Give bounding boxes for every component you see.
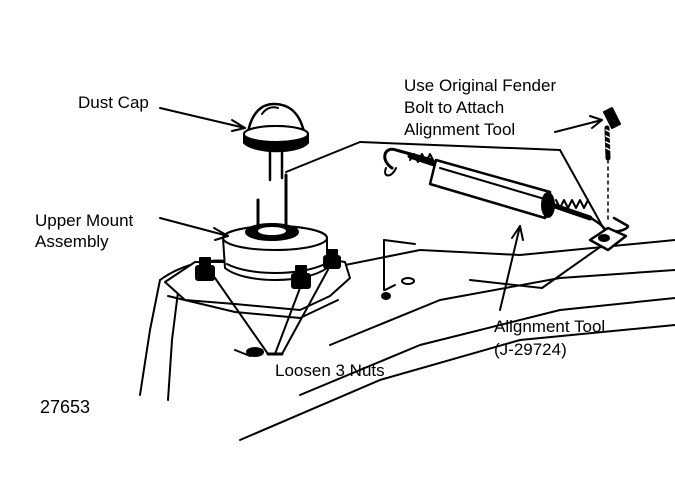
- figure-number: 27653: [40, 397, 91, 417]
- label-upper-mount-line2: Assembly: [35, 232, 109, 251]
- fender-bolt-leader: [554, 119, 603, 133]
- label-loosen-nuts: Loosen 3 Nuts: [275, 361, 385, 380]
- mount-nuts: [195, 249, 341, 289]
- label-fender-line2: Bolt to Attach: [404, 98, 505, 117]
- label-fender-line3: Alignment Tool: [404, 120, 516, 139]
- label-dust-cap: Dust Cap: [78, 93, 149, 112]
- label-alignment-tool-line2: (J-29724): [494, 340, 567, 359]
- alignment-tool: [383, 147, 630, 252]
- upper-mount-assembly: [222, 173, 328, 281]
- label-alignment-tool-line1: Alignment Tool: [494, 317, 606, 336]
- leader-arrows: [159, 107, 603, 311]
- dust-cap-projection: [268, 150, 284, 182]
- fender-panel: [139, 239, 675, 441]
- dust-cap-leader: [159, 107, 246, 129]
- label-fender-line1: Use Original Fender: [404, 76, 557, 95]
- label-upper-mount-line1: Upper Mount: [35, 211, 134, 230]
- fender-bolt: [603, 107, 621, 223]
- alignment-tool-leader: [499, 225, 521, 311]
- dust-cap: [243, 102, 309, 153]
- upper-mount-leader: [159, 217, 229, 237]
- loosen-nuts-callout: [214, 265, 331, 356]
